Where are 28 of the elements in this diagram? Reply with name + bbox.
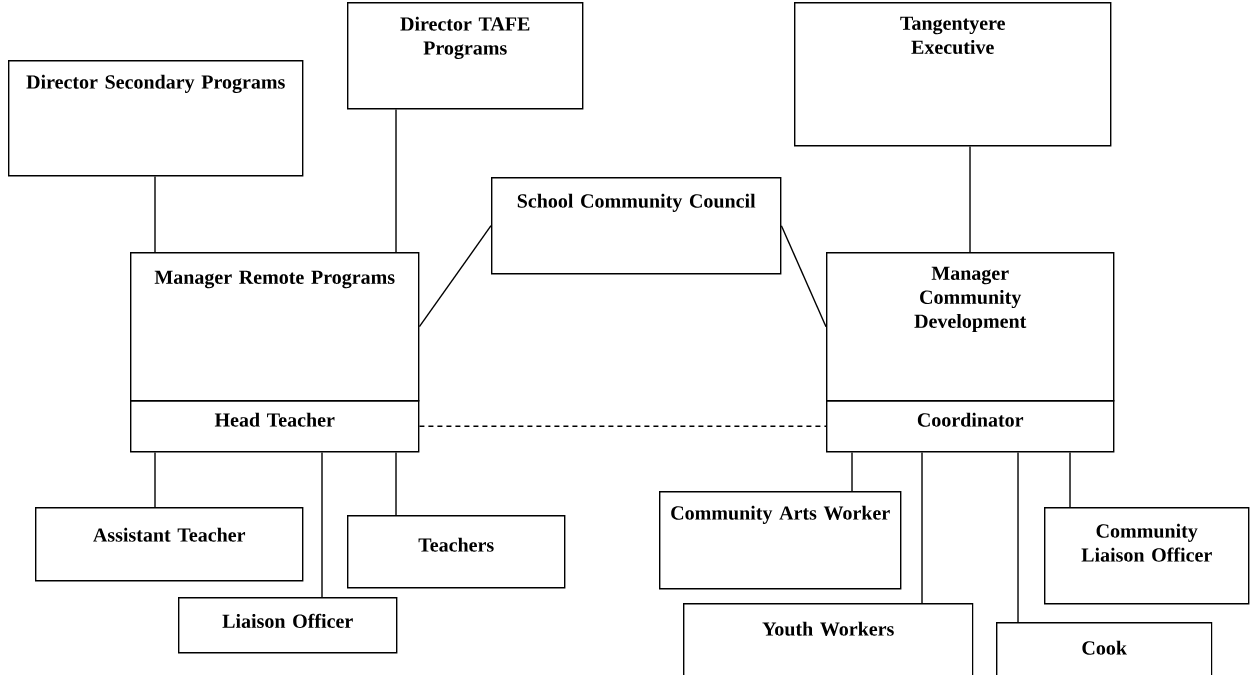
org-box: Director TAFE Programs [347, 2, 584, 110]
connector-line [395, 451, 397, 516]
connector-line [851, 451, 853, 492]
org-box: Community Liaison Officer [1044, 507, 1250, 605]
connector-line [1017, 451, 1019, 623]
org-box: Liaison Officer [178, 597, 398, 654]
connector-line [780, 225, 827, 328]
connector-line [969, 145, 971, 253]
org-box: School Community Council [491, 177, 782, 275]
connector-line [154, 175, 156, 253]
connector-line [321, 451, 323, 598]
connector-line [921, 451, 923, 604]
org-box: Teachers [347, 515, 566, 589]
connector-line [154, 451, 156, 508]
org-box: Youth Workers [683, 603, 974, 675]
org-box: Cook [996, 622, 1213, 675]
org-box: Head Teacher [130, 400, 420, 453]
org-box: Community Arts Worker [659, 491, 902, 590]
connector-line [418, 225, 492, 328]
connector-line [395, 108, 397, 253]
org-box: Manager Community Development [826, 252, 1115, 402]
org-box: Assistant Teacher [35, 507, 304, 582]
org-box: Tangentyere Executive [794, 2, 1112, 147]
org-box: Manager Remote Programs [130, 252, 420, 402]
org-box: Director Secondary Programs [8, 60, 304, 177]
connector-line [1069, 451, 1071, 508]
org-box: Coordinator [826, 400, 1115, 453]
connector-line [418, 425, 827, 427]
